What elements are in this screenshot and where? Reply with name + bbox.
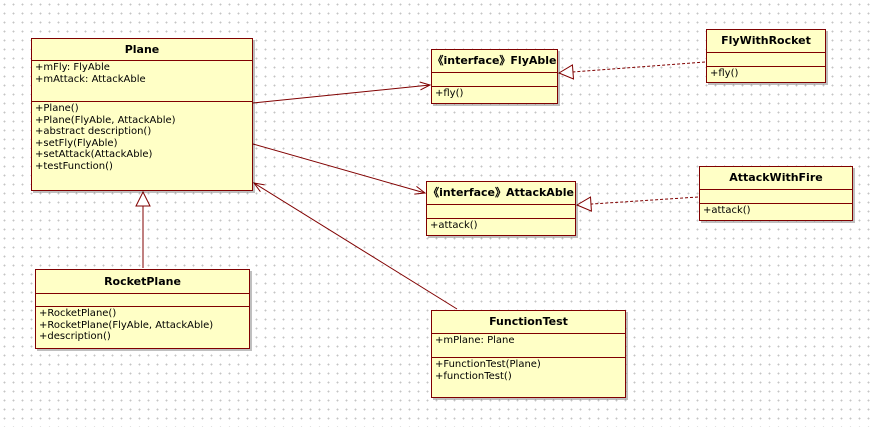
attribute: +mPlane: Plane xyxy=(435,335,515,346)
attribute: +mAttack: AttackAble xyxy=(35,73,146,85)
operation: +fly() xyxy=(435,88,464,99)
class-fly-with-rocket[interactable]: FlyWithRocket +fly() xyxy=(706,29,826,83)
operation: +RocketPlane() xyxy=(39,308,117,319)
attributes-compartment xyxy=(432,73,557,87)
operations-compartment: +attack() xyxy=(427,219,575,234)
attributes-compartment: +mFly: FlyAble +mAttack: AttackAble xyxy=(32,61,252,102)
attributes-compartment xyxy=(700,190,852,204)
operations-compartment: +fly() xyxy=(432,87,557,102)
association-plane-attackable xyxy=(252,143,427,195)
class-attackable[interactable]: 《interface》AttackAble +attack() xyxy=(426,181,576,236)
attributes-compartment xyxy=(36,294,249,307)
realization-attackwithfire-attackable xyxy=(575,196,699,212)
operation: +setAttack(AttackAble) xyxy=(35,149,153,161)
operations-compartment: +FunctionTest(Plane) +functionTest() xyxy=(432,358,625,384)
realization-flywithrocket-flyable xyxy=(557,61,706,80)
operation: +fly() xyxy=(710,68,739,79)
class-flyable[interactable]: 《interface》FlyAble +fly() xyxy=(431,49,558,104)
operation: +attack() xyxy=(703,205,751,216)
operations-compartment: +fly() xyxy=(707,67,825,82)
operation: +FunctionTest(Plane) xyxy=(435,359,541,370)
open-arrowhead xyxy=(419,81,432,91)
association-plane-flyable xyxy=(252,81,432,104)
association-functiontest-plane xyxy=(252,182,458,310)
generalization-rocketplane-plane xyxy=(135,190,151,268)
open-arrowhead xyxy=(252,182,265,192)
attributes-compartment xyxy=(427,205,575,219)
attribute: +mFly: FlyAble xyxy=(35,62,110,73)
operation: +testFunction() xyxy=(35,160,113,172)
attributes-compartment: +mPlane: Plane xyxy=(432,334,625,358)
class-name: FlyWithRocket xyxy=(707,30,825,53)
operation: +description() xyxy=(39,331,111,343)
class-rocket-plane[interactable]: RocketPlane +RocketPlane() +RocketPlane(… xyxy=(35,269,250,349)
operation: +abstract description() xyxy=(35,126,152,138)
class-name: 《interface》FlyAble xyxy=(432,50,557,73)
class-plane[interactable]: Plane +mFly: FlyAble +mAttack: AttackAbl… xyxy=(31,38,253,191)
operation: +Plane(FlyAble, AttackAble) xyxy=(35,114,176,126)
operations-compartment: +RocketPlane() +RocketPlane(FlyAble, Att… xyxy=(36,307,249,345)
attributes-compartment xyxy=(707,53,825,67)
operation: +Plane() xyxy=(35,103,79,114)
operation: +setFly(FlyAble) xyxy=(35,137,118,149)
open-arrowhead xyxy=(414,186,427,195)
class-name: Plane xyxy=(32,39,252,61)
hollow-triangle-arrowhead xyxy=(557,64,575,80)
class-name: FunctionTest xyxy=(432,311,625,334)
hollow-triangle-arrowhead xyxy=(135,190,151,207)
operation: +attack() xyxy=(430,220,478,231)
hollow-triangle-arrowhead xyxy=(575,196,592,212)
class-attack-with-fire[interactable]: AttackWithFire +attack() xyxy=(699,166,853,221)
class-name: 《interface》AttackAble xyxy=(427,182,575,205)
class-function-test[interactable]: FunctionTest +mPlane: Plane +FunctionTes… xyxy=(431,310,626,398)
operation: +RocketPlane(FlyAble, AttackAble) xyxy=(39,319,214,331)
operations-compartment: +Plane() +Plane(FlyAble, AttackAble) +ab… xyxy=(32,102,252,175)
operations-compartment: +attack() xyxy=(700,204,852,219)
operation: +functionTest() xyxy=(435,370,512,382)
class-name: RocketPlane xyxy=(36,270,249,294)
class-name: AttackWithFire xyxy=(700,167,852,190)
